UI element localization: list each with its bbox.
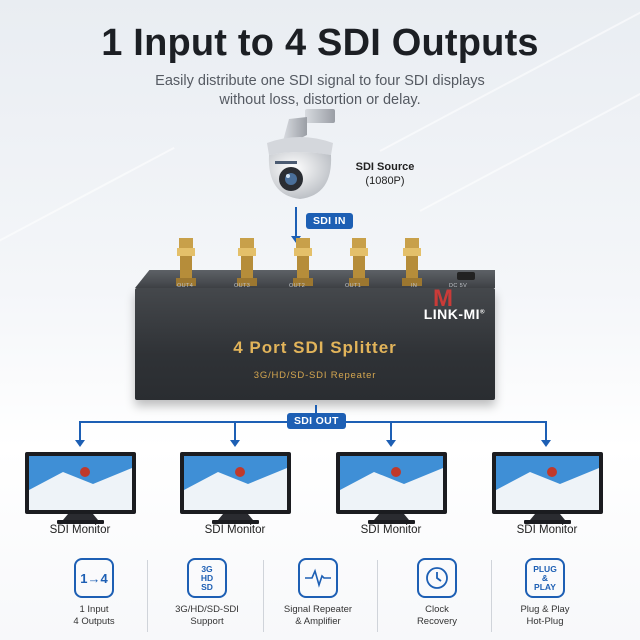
dc-power-jack xyxy=(457,272,475,280)
device-front: M LINK-MI® 4 Port SDI Splitter 3G/HD/SD-… xyxy=(135,285,495,400)
source-label: SDI Source (1080P) xyxy=(345,160,425,188)
clock-icon xyxy=(417,558,457,598)
icon-text: 3G xyxy=(201,563,213,574)
monitor-label: SDI Monitor xyxy=(49,524,111,536)
brand-mark: M xyxy=(433,285,453,312)
sdi-in-tag: SDI IN xyxy=(306,213,353,229)
registered-mark: ® xyxy=(480,309,485,316)
brand-logo: LINK-MI® xyxy=(424,306,485,322)
icon-text: 1→4 xyxy=(80,570,108,586)
device-subtitle: 3G/HD/SD-SDI Repeater xyxy=(253,370,377,381)
port-label: OUT1 xyxy=(345,283,362,289)
output-drop xyxy=(545,421,547,441)
format-icon: 3G HD SD xyxy=(187,558,227,598)
subtitle-line: without loss, distortion or delay. xyxy=(219,92,421,108)
feature-line: Support xyxy=(190,616,224,627)
icon-text: SD xyxy=(201,581,213,592)
icon-text: HD xyxy=(200,572,214,583)
feature-line: 1 Input xyxy=(79,604,109,615)
feature-line: 3G/HD/SD-SDI xyxy=(175,604,239,615)
sdi-monitor-icon xyxy=(25,452,136,524)
feature-line: 4 Outputs xyxy=(73,616,115,627)
ptz-camera-icon xyxy=(267,109,335,199)
output-drop xyxy=(390,421,392,441)
monitor-label: SDI Monitor xyxy=(516,524,578,536)
icon-text: & xyxy=(541,572,549,583)
bnc-connector xyxy=(349,238,369,286)
feature-line: Clock xyxy=(425,604,449,615)
waveform-glyph xyxy=(305,568,331,588)
source-name: SDI Source xyxy=(355,161,415,173)
plug-play-icon: PLUG & PLAY xyxy=(525,558,565,598)
port-label: IN xyxy=(411,283,418,289)
monitor-label: SDI Monitor xyxy=(360,524,422,536)
icon-text: PLAY xyxy=(534,581,556,592)
sdi-monitor-icon xyxy=(180,452,291,524)
clock-glyph xyxy=(426,567,448,589)
port-label: DC 5V xyxy=(449,283,468,289)
feature-divider xyxy=(491,560,492,632)
feature-repeater: Signal Repeater& Amplifier xyxy=(270,558,366,628)
feature-line: Recovery xyxy=(416,616,458,627)
feature-line: Hot-Plug xyxy=(526,616,564,627)
page-subtitle: Easily distribute one SDI signal to four… xyxy=(0,72,640,110)
sdi-monitor-icon xyxy=(336,452,447,524)
bnc-connector xyxy=(402,238,422,286)
page-title: 1 Input to 4 SDI Outputs xyxy=(101,22,539,64)
port-label: OUT3 xyxy=(234,283,251,289)
background-streak xyxy=(0,146,175,252)
port-label: OUT2 xyxy=(289,283,306,289)
output-arrow-head xyxy=(75,440,85,447)
source-resolution: (1080P) xyxy=(365,175,405,187)
output-arrow-head xyxy=(541,440,551,447)
waveform-icon xyxy=(298,558,338,598)
device-title: 4 Port SDI Splitter xyxy=(233,338,397,357)
feature-line: Signal Repeater xyxy=(283,604,353,615)
input-arrow-line xyxy=(295,207,297,237)
output-drop xyxy=(79,421,81,441)
output-arrow-head xyxy=(230,440,240,447)
bnc-connector xyxy=(176,238,196,286)
one-to-four-icon: 1→4 xyxy=(74,558,114,598)
sdi-monitor-icon xyxy=(492,452,603,524)
sdi-splitter-device: M LINK-MI® 4 Port SDI Splitter 3G/HD/SD-… xyxy=(135,238,495,405)
feature-line: Plug & Play xyxy=(520,604,570,615)
subtitle-line: Easily distribute one SDI signal to four… xyxy=(155,73,485,89)
output-arrow-head xyxy=(386,440,396,447)
feature-line: & Amplifier xyxy=(295,616,341,627)
bnc-connector xyxy=(237,238,257,286)
feature-divider xyxy=(147,560,148,632)
port-label: OUT4 xyxy=(177,283,194,289)
feature-divider xyxy=(377,560,378,632)
feature-label: Signal Repeater& Amplifier xyxy=(270,604,366,628)
icon-text: PLUG xyxy=(533,563,557,574)
feature-divider xyxy=(263,560,264,632)
output-drop xyxy=(234,421,236,441)
sdi-out-tag: SDI OUT xyxy=(287,413,346,429)
bnc-connector xyxy=(293,238,313,286)
monitor-label: SDI Monitor xyxy=(204,524,266,536)
brand-name: LINK-MI xyxy=(423,306,481,322)
